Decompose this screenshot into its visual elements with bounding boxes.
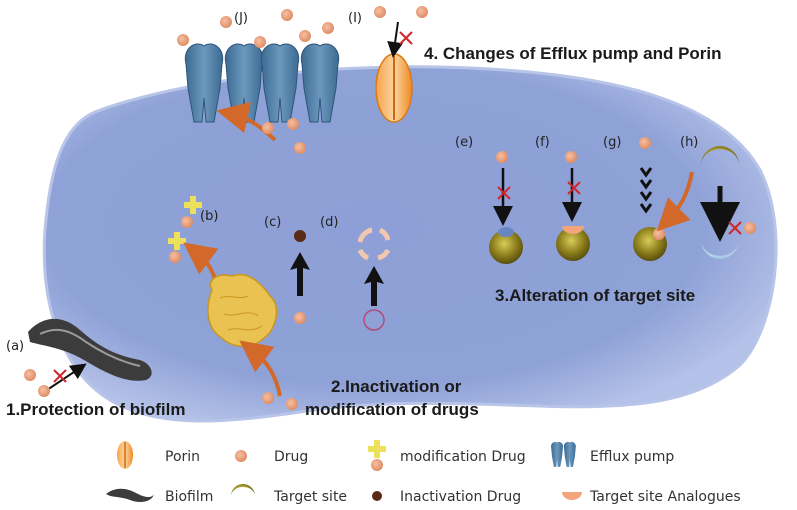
efflux-drugs (177, 9, 334, 154)
legend-inactivation-drug-label: Inactivation Drug (400, 489, 521, 505)
drug-icon (294, 312, 306, 324)
porin-icon (117, 441, 133, 469)
efflux-pump-icon (260, 43, 340, 123)
drug-icon (235, 450, 247, 462)
enzyme-entry-arrow (239, 340, 282, 397)
biofilm-arrow (43, 363, 87, 393)
drug-icon (496, 151, 508, 163)
label-c: (c) (264, 215, 281, 230)
label-e: (e) (455, 135, 473, 150)
label-g: (g) (603, 135, 621, 150)
enzyme-icon (207, 273, 278, 347)
legend-biofilm-label: Biofilm (165, 489, 213, 505)
drug-icon (38, 385, 50, 397)
biofilm-icon (28, 318, 152, 381)
drug-icon (262, 392, 274, 404)
label-b: (b) (200, 209, 218, 224)
target-site-icon (231, 484, 255, 496)
modification-drug-icon (181, 196, 202, 228)
mechanism-2-title-line2: modification of drugs (305, 400, 479, 419)
analogue-target-ring (363, 309, 385, 331)
drug-icon (286, 398, 298, 410)
inactivation-drug-icon (372, 491, 382, 501)
target-swap-arrow (656, 171, 694, 232)
altered-target-cap (498, 227, 514, 237)
label-d: (d) (320, 215, 338, 230)
label-j: (J) (234, 11, 248, 26)
mechanism-3-title: 3.Alteration of target site (495, 286, 695, 305)
label-f: (f) (535, 135, 550, 150)
label-h: (h) (680, 135, 698, 150)
legend-target-site-analogue-label: Target site Analogues (589, 489, 741, 505)
inactivation-drug-icon (294, 230, 306, 242)
efflux-pump-icon (551, 441, 576, 467)
drug-icon (24, 369, 36, 381)
mechanism-2-title-line1: 2.Inactivation or (331, 377, 462, 396)
modification-drug-icon (168, 232, 186, 263)
block-cross-e (497, 186, 511, 200)
porin-icon (375, 53, 413, 123)
efflux-arrow (216, 101, 277, 142)
mechanism-4-title: 4. Changes of Efflux pump and Porin (424, 44, 722, 63)
drug-icon (565, 151, 577, 163)
block-cross-h (728, 221, 742, 235)
biofilm-icon (106, 488, 154, 502)
legend-target-site-label: Target site (273, 489, 347, 505)
legend-porin-label: Porin (165, 449, 200, 465)
legend-drug-label: Drug (274, 449, 308, 465)
porin-entry-arrow (387, 21, 404, 58)
label-i: (I) (348, 11, 362, 26)
legend: Porin Drug modification Drug Efflux pump… (106, 440, 741, 505)
modification-drug-icon (368, 440, 386, 471)
inactivation-arrow (290, 252, 310, 296)
label-a: (a) (6, 339, 24, 354)
block-cross-f (567, 181, 581, 195)
legend-efflux-pump-label: Efflux pump (590, 449, 674, 465)
mechanism-1-title: 1.Protection of biofilm (6, 400, 185, 419)
drug-icon (653, 228, 665, 240)
overexpression-arrows-g (639, 167, 653, 214)
target-site-analogue-icon (562, 492, 582, 500)
legend-modification-drug-label: modification Drug (400, 449, 526, 465)
target-site-icon (489, 230, 523, 264)
target-site-analogue-icon (357, 227, 391, 261)
porin-block-cross (399, 31, 413, 45)
drug-icon (744, 222, 756, 234)
target-site-icon (701, 146, 739, 165)
porin-drug (374, 6, 386, 18)
porin-drug (416, 6, 428, 18)
drug-icon (639, 137, 651, 149)
modified-target-site (701, 240, 739, 259)
analogue-arrow (364, 266, 384, 306)
biofilm-block-cross (53, 369, 67, 383)
target-site-icon (556, 227, 590, 261)
target-site-analogue-icon (562, 226, 584, 234)
